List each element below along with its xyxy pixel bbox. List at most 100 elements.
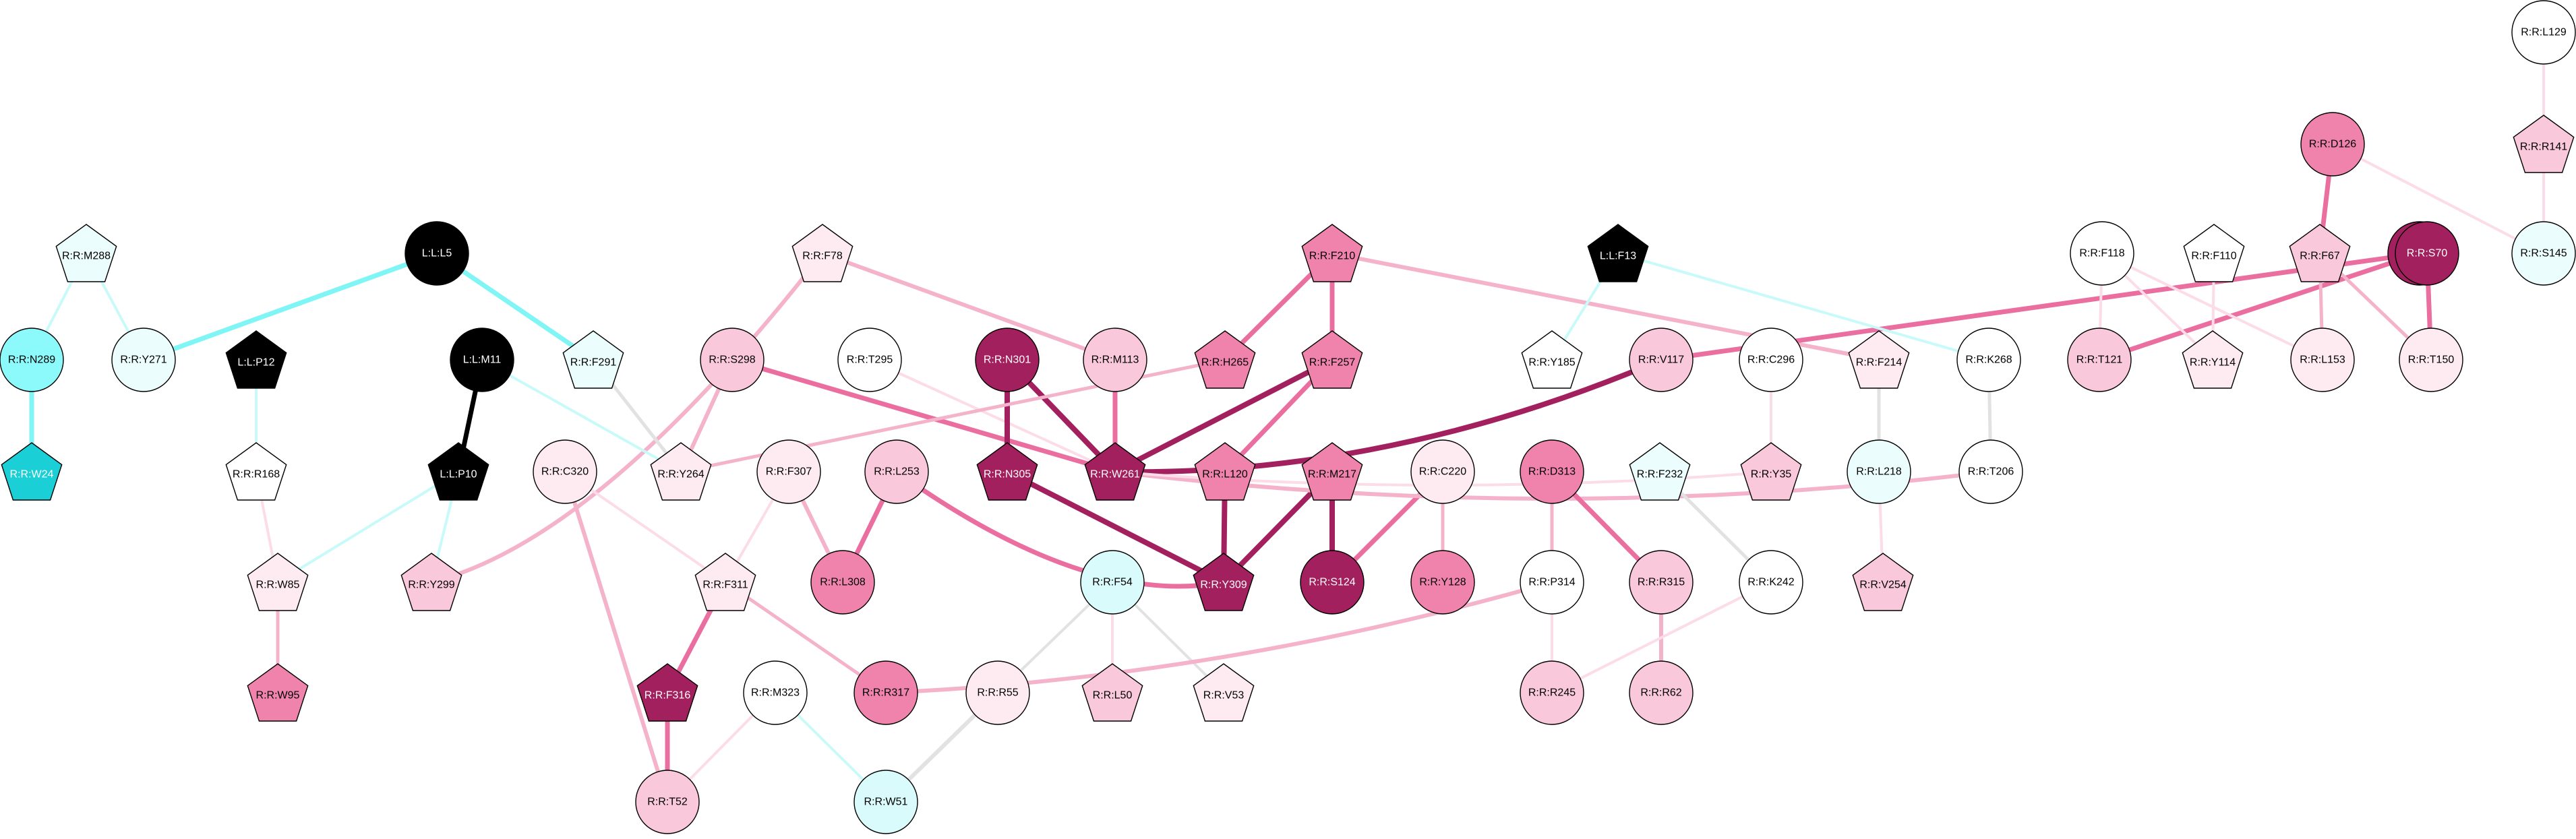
node-r-r-y128[interactable]: R:R:Y128 <box>1410 550 1475 615</box>
node-r-r-k268[interactable]: R:R:K268 <box>1956 328 2021 392</box>
node-r-r-c296[interactable]: R:R:C296 <box>1739 328 1803 392</box>
node-r-r-k242[interactable]: R:R:K242 <box>1739 550 1803 615</box>
node-r-r-m217[interactable]: R:R:M217 <box>1301 442 1363 501</box>
node-r-r-f291[interactable]: R:R:F291 <box>562 330 624 389</box>
node-pentagon-shape <box>1852 553 1914 611</box>
node-r-r-f311[interactable]: R:R:F311 <box>694 553 756 611</box>
node-r-r-r55[interactable]: R:R:R55 <box>965 660 1030 725</box>
node-label: R:R:S145 <box>2520 248 2567 259</box>
node-l-l-m11[interactable]: L:L:M11 <box>450 328 514 392</box>
node-l-l-l5[interactable]: L:L:L5 <box>405 221 469 286</box>
node-r-r-f214[interactable]: R:R:F214 <box>1848 330 1910 389</box>
node-r-r-f67[interactable]: R:R:F67 <box>2289 224 2351 282</box>
node-circle-shape <box>965 660 1030 725</box>
node-r-r-s70[interactable]: R:R:S70 <box>2395 221 2459 286</box>
node-r-r-m113[interactable]: R:R:M113 <box>1083 328 1147 392</box>
node-circle-shape <box>450 328 514 392</box>
node-r-r-l308[interactable]: R:R:L308 <box>810 550 875 615</box>
node-r-r-s298[interactable]: R:R:S298 <box>700 328 765 392</box>
node-r-r-d313[interactable]: R:R:D313 <box>1520 439 1584 504</box>
node-pentagon-shape <box>636 663 698 722</box>
node-r-r-l153[interactable]: R:R:L153 <box>2290 328 2355 392</box>
node-r-r-p314[interactable]: R:R:P314 <box>1520 550 1584 615</box>
node-r-r-l129[interactable]: R:R:L129 <box>2511 0 2576 65</box>
node-r-r-s145[interactable]: R:R:S145 <box>2511 221 2576 286</box>
node-r-r-w85[interactable]: R:R:W85 <box>247 553 309 611</box>
node-r-r-n301[interactable]: R:R:N301 <box>975 328 1040 392</box>
node-r-r-y309[interactable]: R:R:Y309 <box>1193 553 1255 611</box>
node-l-l-p10[interactable]: L:L:P10 <box>427 442 489 501</box>
node-r-r-y114[interactable]: R:R:Y114 <box>2182 330 2244 389</box>
node-label: R:R:R317 <box>862 687 909 699</box>
node-r-r-y185[interactable]: R:R:Y185 <box>1521 330 1583 389</box>
node-r-r-d126[interactable]: R:R:D126 <box>2300 112 2365 177</box>
node-pentagon-shape <box>562 330 624 389</box>
node-r-r-f78[interactable]: R:R:F78 <box>791 224 853 282</box>
node-l-l-p12[interactable]: L:L:P12 <box>225 330 287 389</box>
node-circle-shape <box>2399 328 2463 392</box>
node-label: R:R:L153 <box>2300 354 2345 366</box>
node-r-r-y35[interactable]: R:R:Y35 <box>1740 442 1802 501</box>
node-r-r-v53[interactable]: R:R:V53 <box>1193 663 1255 722</box>
node-label: R:R:R62 <box>1640 687 1681 699</box>
node-r-r-f54[interactable]: R:R:F54 <box>1080 550 1145 615</box>
node-r-r-r245[interactable]: R:R:R245 <box>1520 660 1584 725</box>
node-r-r-n305[interactable]: R:R:N305 <box>976 442 1038 501</box>
node-label: R:R:F110 <box>2191 251 2236 262</box>
node-label: R:R:T206 <box>1968 466 2014 478</box>
node-r-r-f257[interactable]: R:R:F257 <box>1301 330 1363 389</box>
node-r-r-c220[interactable]: R:R:C220 <box>1410 439 1475 504</box>
node-r-r-r62[interactable]: R:R:R62 <box>1629 660 1694 725</box>
node-r-r-y299[interactable]: R:R:Y299 <box>400 553 462 611</box>
node-r-r-v117[interactable]: R:R:V117 <box>1629 328 1694 392</box>
node-r-r-s124[interactable]: R:R:S124 <box>1300 550 1365 615</box>
node-label: R:R:V53 <box>1203 690 1245 702</box>
node-label: R:R:H265 <box>1201 357 1249 369</box>
node-pentagon-shape <box>400 553 462 611</box>
node-r-r-l253[interactable]: R:R:L253 <box>864 439 929 504</box>
node-r-r-r317[interactable]: R:R:R317 <box>853 660 918 725</box>
node-r-r-n289[interactable]: R:R:N289 <box>0 328 64 392</box>
node-r-r-t121[interactable]: R:R:T121 <box>2067 328 2132 392</box>
node-r-r-y271[interactable]: R:R:Y271 <box>111 328 176 392</box>
node-r-r-r141[interactable]: R:R:R141 <box>2513 115 2575 173</box>
node-r-r-v254[interactable]: R:R:V254 <box>1852 553 1914 611</box>
node-r-r-f210[interactable]: R:R:F210 <box>1301 224 1363 282</box>
node-label: R:R:W51 <box>864 797 908 808</box>
node-r-r-t150[interactable]: R:R:T150 <box>2399 328 2463 392</box>
node-label: R:R:F316 <box>645 690 691 702</box>
node-label: R:R:M288 <box>62 251 111 262</box>
node-l-l-f13[interactable]: L:L:F13 <box>1587 224 1649 282</box>
node-r-r-f118[interactable]: R:R:F118 <box>2070 221 2134 286</box>
node-r-r-r315[interactable]: R:R:R315 <box>1629 550 1694 615</box>
node-r-r-t206[interactable]: R:R:T206 <box>1958 439 2023 504</box>
node-label: R:R:W24 <box>10 469 54 480</box>
node-r-r-f307[interactable]: R:R:F307 <box>756 439 821 504</box>
node-label: R:R:N301 <box>984 354 1031 366</box>
node-r-r-w51[interactable]: R:R:W51 <box>853 770 918 834</box>
node-r-r-c320[interactable]: R:R:C320 <box>533 439 597 504</box>
node-r-r-y264[interactable]: R:R:Y264 <box>650 442 712 501</box>
node-r-r-t295[interactable]: R:R:T295 <box>837 328 902 392</box>
node-r-r-f110[interactable]: R:R:F110 <box>2183 224 2245 282</box>
node-r-r-l120[interactable]: R:R:L120 <box>1194 442 1256 501</box>
node-r-r-h265[interactable]: R:R:H265 <box>1194 330 1256 389</box>
node-r-r-w24[interactable]: R:R:W24 <box>1 442 63 501</box>
node-r-r-w95[interactable]: R:R:W95 <box>247 663 309 722</box>
node-r-r-l50[interactable]: R:R:L50 <box>1081 663 1143 722</box>
node-r-r-f316[interactable]: R:R:F316 <box>636 663 698 722</box>
node-label: R:R:Y264 <box>657 469 704 480</box>
node-r-r-m288[interactable]: R:R:M288 <box>55 224 117 282</box>
edge-l-l-f13-to-r-r-k268 <box>1617 252 1990 361</box>
node-r-r-r168[interactable]: R:R:R168 <box>225 442 287 501</box>
node-r-r-w261[interactable]: R:R:W261 <box>1084 442 1146 501</box>
node-pentagon-shape <box>694 553 756 611</box>
node-r-r-t52[interactable]: R:R:T52 <box>635 770 700 834</box>
edge-r-r-f311-to-r-r-r317 <box>723 580 888 695</box>
node-r-r-l218[interactable]: R:R:L218 <box>1847 439 1911 504</box>
node-circle-shape <box>1520 550 1584 615</box>
node-r-r-f232[interactable]: R:R:F232 <box>1629 442 1691 501</box>
node-r-r-m323[interactable]: R:R:M323 <box>743 660 808 725</box>
